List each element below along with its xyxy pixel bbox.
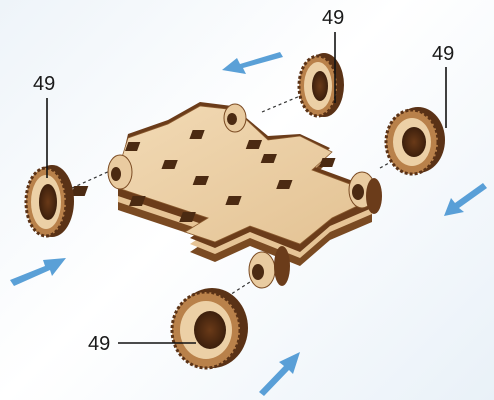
axle-mount-left bbox=[108, 155, 132, 189]
axle-line-left bbox=[72, 170, 112, 188]
arrow-bottom-icon bbox=[259, 352, 300, 396]
wheel-bottom-gear-icon bbox=[172, 288, 248, 368]
arrow-right-icon bbox=[444, 183, 487, 216]
wheel-right-gear-icon bbox=[386, 107, 445, 174]
arrow-top-icon bbox=[222, 52, 283, 74]
callout-right-label: 49 bbox=[432, 43, 454, 65]
arrow-left-icon bbox=[10, 258, 66, 286]
wheel-left-gear-icon bbox=[26, 165, 74, 237]
callout-bottom-label: 49 bbox=[88, 333, 110, 355]
axle-mount-top bbox=[224, 104, 246, 132]
axle-line-top bbox=[262, 96, 300, 112]
callout-top-label: 49 bbox=[322, 7, 344, 29]
wheel-top-gear-icon bbox=[299, 53, 344, 117]
callout-left-label: 49 bbox=[33, 73, 55, 95]
